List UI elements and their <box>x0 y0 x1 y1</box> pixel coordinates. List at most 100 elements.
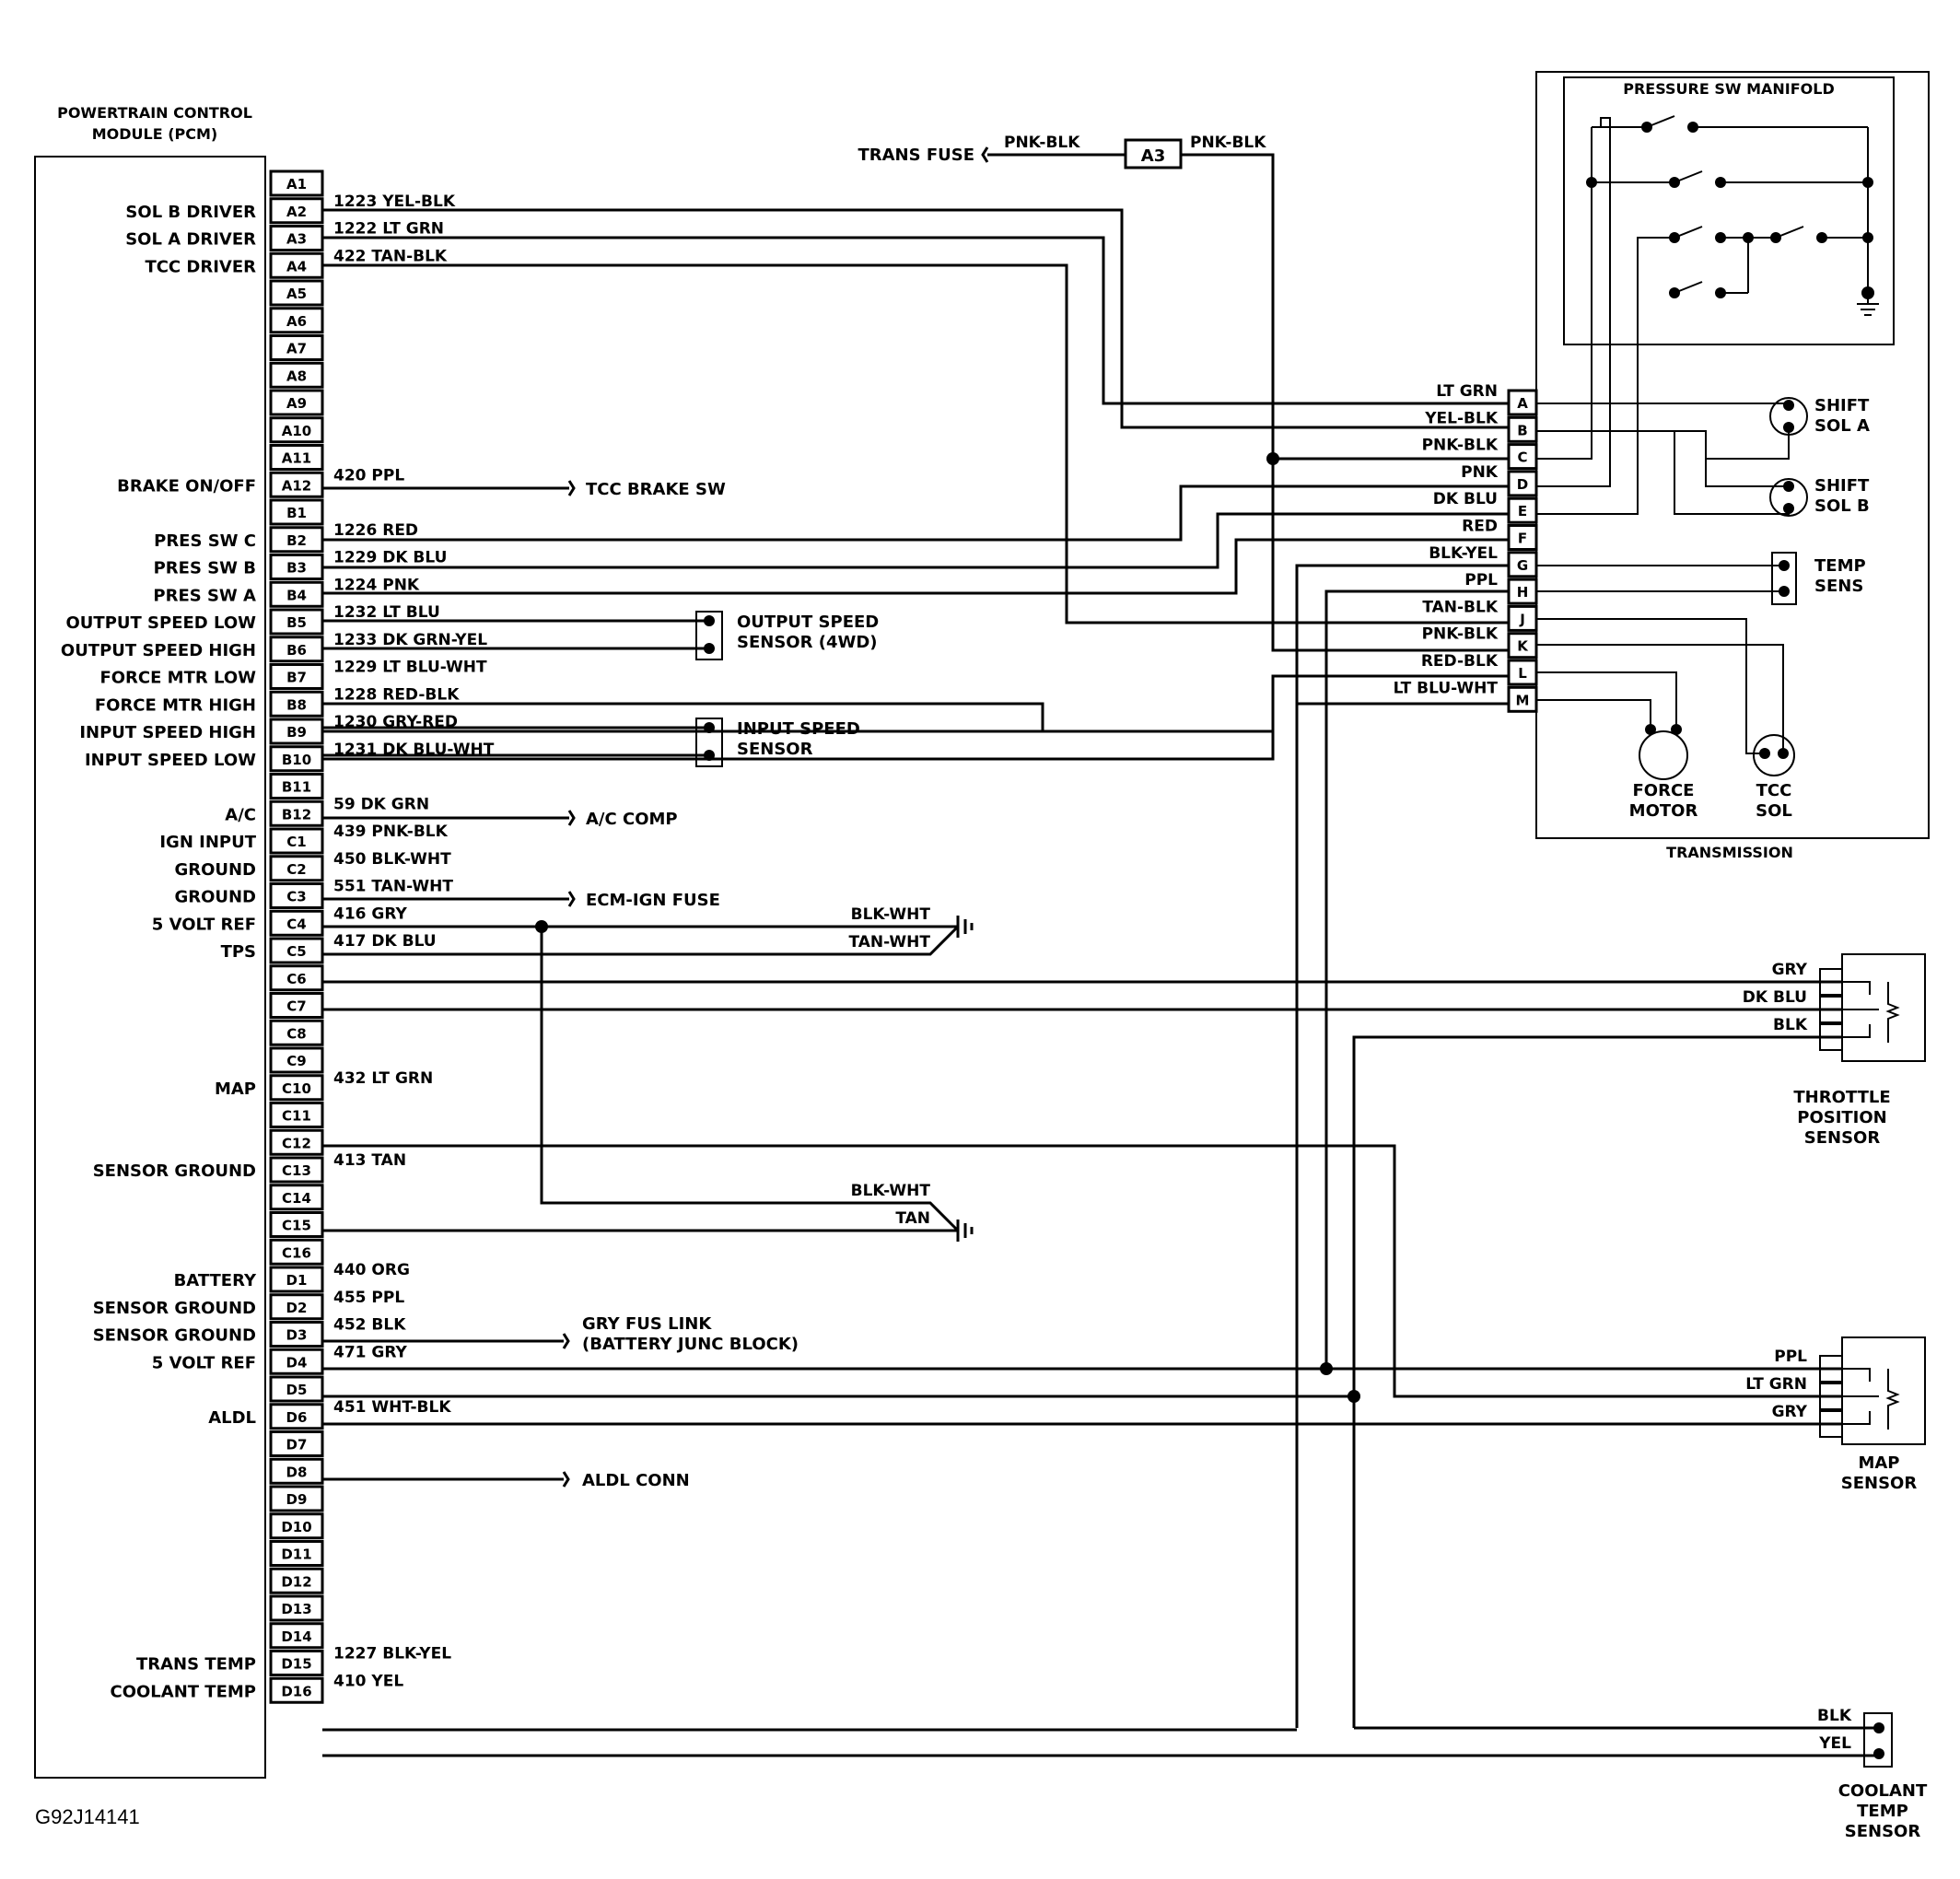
shift-sol-a-label-1: SHIFT <box>1814 396 1870 415</box>
pcm-wire-label: 1228 RED-BLK <box>333 685 460 704</box>
pcm-pin-label: B8 <box>286 696 307 713</box>
pcm-pin-label: D14 <box>281 1628 311 1645</box>
ground2-wire-b: TAN <box>895 1209 930 1228</box>
pcm-pin-box <box>269 1266 324 1293</box>
pcm-function-label: TPS <box>221 942 256 962</box>
ecm-ign-fuse-label: ECM-IGN FUSE <box>586 891 720 910</box>
pcm-function-label: 5 VOLT REF <box>152 1353 256 1372</box>
pcm-pin-label: D8 <box>286 1464 308 1480</box>
trans-fuse-wire-in-label: PNK-BLK <box>1004 134 1080 152</box>
pcm-pin-label: C8 <box>286 1025 306 1042</box>
map-sensor-label-2: SENSOR <box>1841 1474 1918 1493</box>
input-speed-label-2: SENSOR <box>737 740 813 759</box>
pcm-function-label: FORCE MTR HIGH <box>95 695 256 715</box>
pcm-wire-label: 410 YEL <box>333 1672 403 1690</box>
transmission-wire-label: PPL <box>1464 571 1498 589</box>
pcm-pin-label: D3 <box>286 1327 308 1344</box>
pcm-pin-label: C16 <box>282 1244 311 1261</box>
pcm-pin-box <box>269 1348 324 1375</box>
pcm-pin-box <box>269 827 324 855</box>
force-motor-icon <box>1536 671 1688 780</box>
connector-icon <box>567 480 576 496</box>
pcm-function-label: COOLANT TEMP <box>110 1682 256 1701</box>
pcm-pin-label: A8 <box>286 368 307 384</box>
output-speed-label-2: SENSOR (4WD) <box>737 633 878 652</box>
pcm-pin-label: A6 <box>286 313 307 330</box>
pcm-pin-label: C6 <box>286 971 306 987</box>
pcm-pin-box <box>269 882 324 909</box>
pressure-sw-manifold-box <box>1563 76 1895 345</box>
pcm-wire-label: 1229 DK BLU <box>333 549 447 567</box>
shift-sol-b-icon <box>1536 430 1808 517</box>
transmission-pin-box <box>1507 415 1538 443</box>
transmission-pin-label: H <box>1517 584 1529 601</box>
pcm-pin-label: A5 <box>286 286 307 302</box>
pcm-pin-box <box>269 1622 324 1650</box>
ac-comp-label: A/C COMP <box>586 810 678 829</box>
shift-sol-b-label-2: SOL B <box>1814 496 1870 516</box>
pcm-pin-label: A2 <box>286 204 307 220</box>
pcm-pin-label: B2 <box>286 532 307 549</box>
pcm-pin-label: A9 <box>286 395 307 412</box>
pcm-pin-label: A10 <box>282 423 311 439</box>
connector-icon <box>567 810 576 826</box>
pcm-pin-box <box>269 1375 324 1403</box>
pcm-pin-box <box>269 1512 324 1540</box>
pcm-function-label: MAP <box>215 1080 256 1099</box>
pcm-pin-box <box>269 1019 324 1046</box>
ground-icon <box>956 916 974 938</box>
pcm-pin-label: B11 <box>282 779 311 796</box>
pcm-function-label: SOL A DRIVER <box>125 230 256 250</box>
pcm-wire-label: 452 BLK <box>333 1316 406 1335</box>
pcm-function-label: IGN INPUT <box>159 833 256 852</box>
ground-icon <box>956 1220 974 1242</box>
transmission-wire-label: RED <box>1462 518 1498 536</box>
connector-icon <box>567 891 576 907</box>
transmission-pin-label: F <box>1518 531 1527 547</box>
pcm-pin-box <box>269 1046 324 1074</box>
transmission-pin-box <box>1507 524 1538 551</box>
pcm-pin-box <box>269 444 324 471</box>
transmission-pin-label: D <box>1517 476 1528 493</box>
coolant-label-3: SENSOR <box>1845 1822 1921 1841</box>
pcm-pin-box <box>269 718 324 745</box>
pcm-wire-label: 1233 DK GRN-YEL <box>333 631 487 649</box>
pcm-wire-label: 1227 BLK-YEL <box>333 1645 451 1663</box>
pcm-wire-label: 1232 LT BLU <box>333 603 440 622</box>
tps-label-3: SENSOR <box>1804 1128 1881 1148</box>
pcm-pin-label: B1 <box>286 505 307 521</box>
pcm-pin-box <box>269 1457 324 1485</box>
wire-ground-bus <box>540 927 960 1232</box>
pcm-function-label: SOL B DRIVER <box>125 203 256 222</box>
pcm-pin-box <box>269 608 324 636</box>
transmission-wire-label: PNK <box>1461 463 1499 482</box>
transmission-pin-label: B <box>1517 422 1527 438</box>
pcm-pin-label: A11 <box>282 450 311 467</box>
pcm-pin-label: B10 <box>282 752 311 768</box>
force-motor-label-2: MOTOR <box>1629 801 1698 821</box>
pcm-function-label: TCC DRIVER <box>145 257 256 276</box>
pcm-pin-box <box>269 1128 324 1156</box>
wire-a4-to-j <box>322 263 1509 624</box>
pcm-pin-label: C9 <box>286 1053 306 1069</box>
pcm-pin-box <box>269 416 324 444</box>
pcm-pin-box <box>269 1293 324 1321</box>
transmission-pin-box <box>1507 551 1538 578</box>
tps-label-2: POSITION <box>1797 1108 1887 1127</box>
pcm-wire-label: 432 LT GRN <box>333 1069 433 1088</box>
pcm-pin-label: D12 <box>281 1573 311 1590</box>
pcm-pin-label: D15 <box>281 1656 311 1673</box>
coolant-wire-1: BLK <box>1817 1707 1852 1725</box>
pcm-function-label: PRES SW A <box>153 586 256 605</box>
pcm-pin-box <box>269 855 324 882</box>
pcm-wire-label: 450 BLK-WHT <box>333 850 451 869</box>
transmission-pin-label: M <box>1516 692 1530 708</box>
pcm-module-body <box>34 156 266 1779</box>
pcm-pin-box <box>269 279 324 307</box>
transmission-pin-box <box>1507 443 1538 471</box>
pcm-pin-box <box>269 690 324 718</box>
pcm-pin-label: C10 <box>282 1080 311 1097</box>
pcm-pin-box <box>269 334 324 361</box>
